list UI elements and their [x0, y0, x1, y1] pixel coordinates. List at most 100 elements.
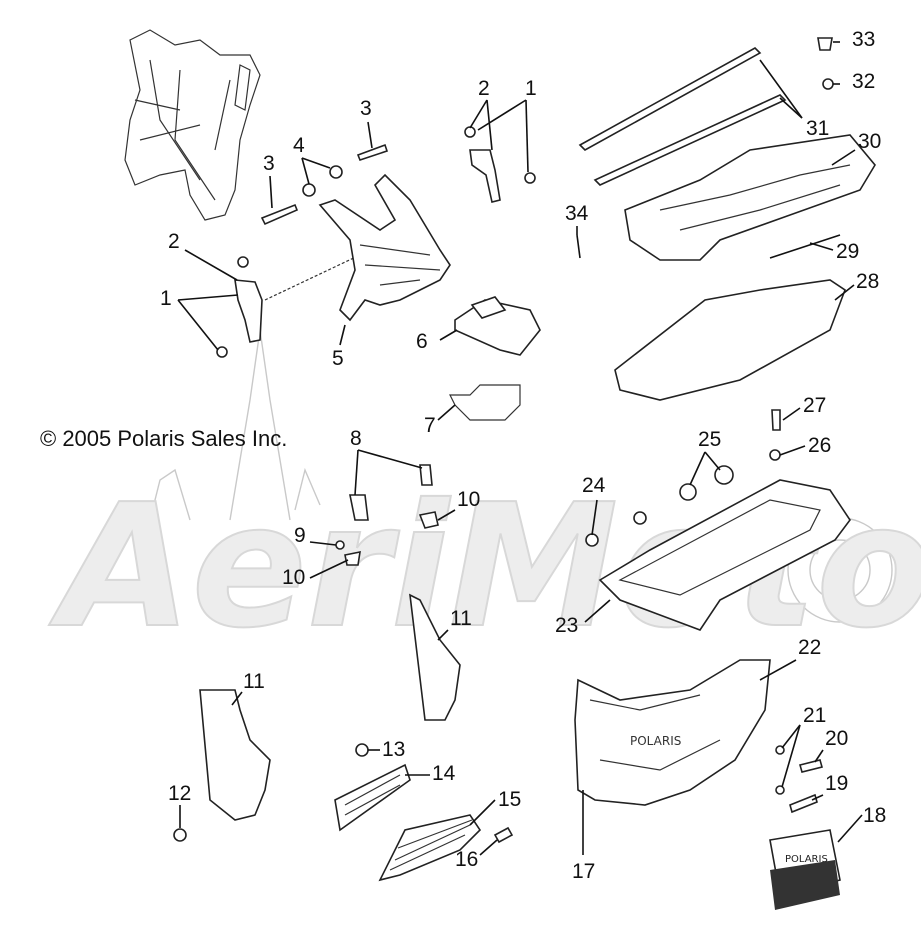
leader-c11a	[231, 691, 243, 706]
leader-c1a	[177, 299, 219, 351]
leader-c10b	[309, 559, 349, 579]
wire-clip	[449, 384, 521, 421]
leader-c9	[309, 541, 337, 546]
screw-12	[173, 828, 187, 842]
clip-assembly	[349, 464, 433, 521]
callout-c19: 19	[825, 772, 848, 795]
grille-emblem: POLARIS	[785, 854, 828, 865]
callout-c22: 22	[798, 636, 821, 659]
bumper-emblem: POLARIS	[630, 734, 681, 748]
callout-c7: 7	[424, 414, 436, 437]
fasteners-32-33	[817, 37, 834, 90]
small-fasteners	[335, 511, 439, 566]
front-storage-box	[598, 479, 851, 631]
callout-c10b: 10	[282, 566, 305, 589]
leader-c31	[779, 97, 803, 119]
leader-c11b	[437, 629, 449, 641]
callout-c2b: 2	[478, 77, 490, 100]
callout-c1b: 1	[525, 77, 537, 100]
leader-c2b	[469, 99, 488, 129]
leader-c15	[469, 799, 496, 826]
callout-c34: 34	[565, 202, 589, 225]
callout-c5: 5	[332, 347, 344, 370]
callout-c2a: 2	[168, 230, 180, 253]
grille: POLARIS	[769, 829, 841, 910]
callout-c3b: 3	[360, 97, 372, 120]
callout-c17: 17	[572, 860, 595, 883]
callout-c1a: 1	[160, 287, 172, 310]
side-panels	[199, 593, 461, 821]
leader-c20	[814, 749, 824, 763]
leader-c8	[354, 449, 359, 496]
leader-c21	[781, 724, 801, 749]
copyright-notice: © 2005 Polaris Sales Inc.	[40, 426, 288, 451]
ecu-box	[454, 296, 541, 356]
callout-c29: 29	[836, 240, 859, 263]
leader-c6	[439, 329, 458, 341]
callout-c11a: 11	[243, 670, 265, 693]
leader-c1a	[177, 294, 239, 301]
leader-c4	[301, 157, 331, 169]
callout-c14: 14	[432, 762, 456, 785]
callout-c33: 33	[852, 28, 875, 51]
callout-c16: 16	[455, 848, 478, 871]
callout-c32: 32	[852, 70, 875, 93]
callout-c3a: 3	[263, 152, 275, 175]
mesh-screen	[378, 814, 482, 882]
leader-c4	[301, 157, 310, 185]
callout-c27: 27	[803, 394, 826, 417]
leader-c1b	[477, 99, 527, 131]
leader-c16	[479, 839, 498, 856]
leader-c26	[779, 445, 806, 456]
callout-c11b: 11	[450, 607, 472, 630]
storage-lid	[624, 134, 876, 261]
front-bumper-mount	[318, 173, 451, 322]
leader-c29	[809, 242, 834, 251]
grille-bracket	[334, 763, 411, 832]
callout-c24: 24	[582, 474, 606, 497]
callout-c21: 21	[803, 704, 826, 727]
leader-c7	[437, 404, 456, 421]
callout-c30: 30	[858, 130, 881, 153]
callout-c15: 15	[498, 788, 521, 811]
fasteners-19-21	[775, 745, 823, 814]
leader-c3a	[269, 175, 273, 209]
plugs-24-25	[585, 465, 734, 547]
leader-c18	[837, 814, 863, 843]
callout-c31: 31	[806, 117, 829, 140]
leader-c19	[811, 794, 824, 801]
callout-c20: 20	[825, 727, 848, 750]
leader-c31	[759, 59, 803, 119]
leader-c1b	[525, 99, 529, 173]
callout-c18: 18	[863, 804, 886, 827]
front-bumper: POLARIS	[574, 659, 771, 806]
callout-c4: 4	[293, 134, 305, 157]
leader-c2a	[184, 249, 238, 281]
callout-c12: 12	[168, 782, 191, 805]
nut-13	[355, 743, 369, 757]
leader-c30	[831, 149, 856, 166]
callout-c6: 6	[416, 330, 428, 353]
leader-c25	[704, 451, 721, 471]
trim-strips	[578, 47, 787, 186]
callout-c28: 28	[856, 270, 879, 293]
callout-c10a: 10	[457, 488, 480, 511]
leader-c21	[781, 724, 801, 788]
screw-16	[493, 826, 514, 844]
leader-c10a	[437, 509, 456, 521]
rod-29	[769, 234, 841, 259]
left-bracket	[216, 254, 361, 358]
leader-c28	[834, 284, 855, 301]
leader-c8	[357, 449, 423, 469]
leader-c27	[782, 407, 801, 421]
callout-c13: 13	[382, 738, 405, 761]
lid-seal	[614, 279, 846, 401]
callout-c8: 8	[350, 427, 362, 450]
leader-c3b	[367, 121, 373, 149]
leader-c25	[689, 451, 706, 486]
leader-c2b	[486, 99, 493, 151]
grille-mesh	[770, 860, 840, 910]
callout-c23: 23	[555, 614, 578, 637]
